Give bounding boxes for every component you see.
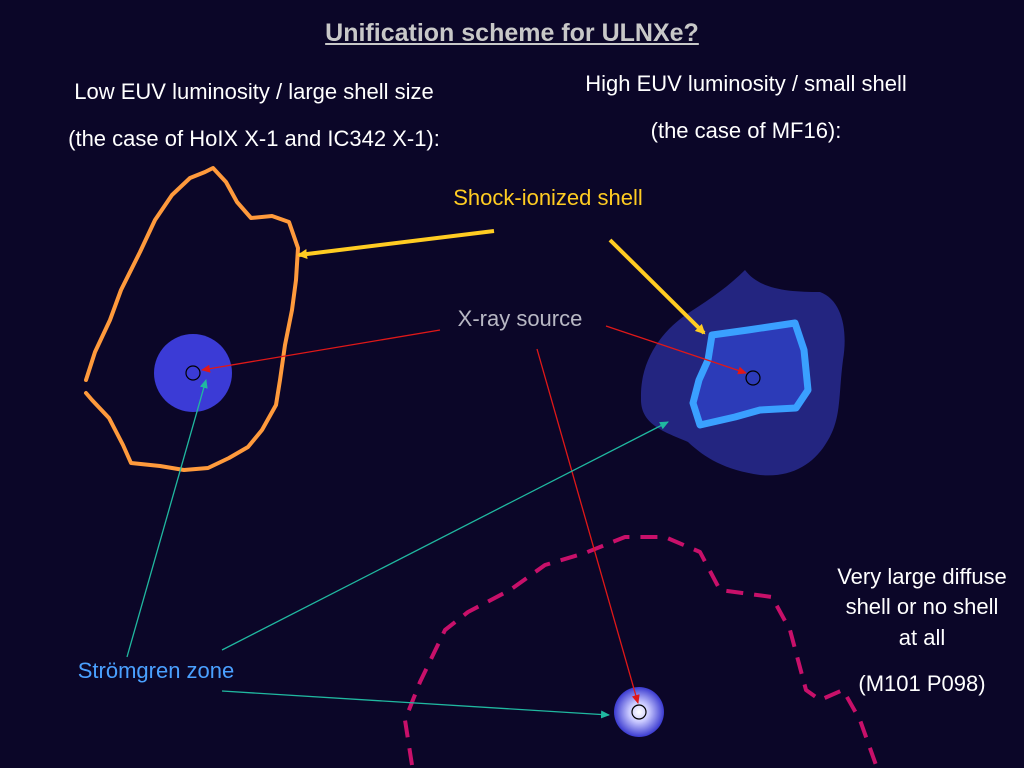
shock-ionized-shell-label: Shock-ionized shell xyxy=(453,185,643,210)
right-case-heading: High EUV luminosity / small shell xyxy=(585,71,907,96)
xray-arrow-bottom xyxy=(536,348,640,704)
xray-source-label: X-ray source xyxy=(457,306,583,331)
stromgren-arrow-bottom xyxy=(221,690,610,719)
small-shell-outline xyxy=(689,319,812,429)
xray-source-left xyxy=(185,365,201,381)
xray-arrow-left xyxy=(201,329,441,373)
stromgren-zone-left xyxy=(154,334,232,412)
m101-label: (M101 P098) xyxy=(858,671,986,696)
xray-arrow-right xyxy=(605,325,747,375)
diffuse-shell-outline xyxy=(403,535,878,766)
xray-source-right xyxy=(745,370,761,386)
stromgren-arrow-left xyxy=(126,379,208,658)
diffuse-shell-label: Very large diffuse shell or no shell at … xyxy=(837,564,1007,650)
stromgren-zone-m101 xyxy=(614,687,664,737)
left-case-heading: Low EUV luminosity / large shell size xyxy=(74,79,434,104)
right-case-subheading: (the case of MF16): xyxy=(650,118,842,143)
left-case-subheading: (the case of HoIX X-1 and IC342 X-1): xyxy=(68,126,440,151)
shock-arrow-right xyxy=(608,238,706,335)
slide-title: Unification scheme for ULNXe? xyxy=(325,19,699,47)
shock-arrow-left xyxy=(297,229,495,259)
xray-source-m101 xyxy=(631,704,647,720)
large-shell-outline xyxy=(84,166,300,472)
stromgren-arrow-right xyxy=(221,421,669,651)
stromgren-zone-label: Strömgren zone xyxy=(77,658,235,683)
